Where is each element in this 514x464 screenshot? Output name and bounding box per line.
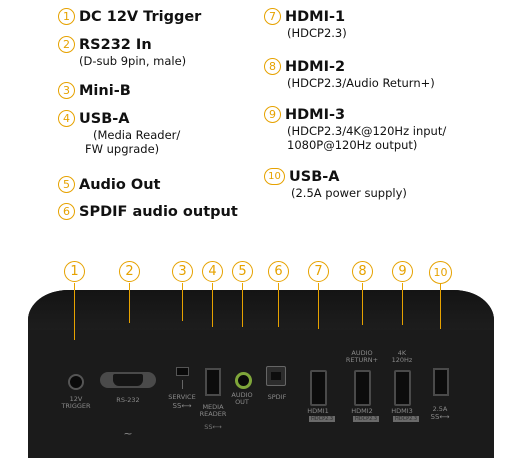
legend-subtitle: (Media Reader/ (93, 128, 181, 142)
service-divider (182, 380, 183, 389)
leader-line-3 (182, 283, 183, 321)
callout-7: 7 (308, 261, 329, 282)
callout-3: 3 (172, 261, 193, 282)
leader-line-10 (440, 283, 441, 329)
legend-subtitle: 1080P@120Hz output) (287, 138, 418, 152)
usb-a-power-port (433, 368, 449, 396)
number-badge: 3 (58, 82, 75, 99)
legend-item-7: 7 HDMI-1 (HDCP2.3) (264, 8, 347, 40)
legend-title: USB-A (289, 169, 340, 185)
number-badge: 8 (264, 58, 281, 75)
legend-title: HDMI-1 (285, 9, 346, 25)
callout-4: 4 (202, 261, 223, 282)
callout-8: 8 (352, 261, 373, 282)
hdmi3-label: HDMI3 (391, 407, 413, 415)
mini-b-port (176, 367, 189, 376)
legend-item-3: 3 Mini-B (58, 82, 131, 100)
number-badge: 7 (264, 8, 281, 25)
legend-item-10: 10 USB-A (2.5A power supply) (264, 168, 407, 200)
audio-out-label: AUDIO OUT (231, 391, 253, 406)
legend-item-2: 2 RS232 In (D-sub 9pin, male) (58, 36, 186, 68)
hdmi1-hdcp-badge: HDCP2.3 (309, 416, 336, 422)
usb-icon: SS⟷ (172, 402, 192, 410)
legend-title: HDMI-2 (285, 59, 346, 75)
hdmi3-hdcp-badge: HDCP2.3 (393, 416, 420, 422)
callout-9: 9 (392, 261, 413, 282)
rs232-label: RS-232 (116, 396, 140, 404)
legend-title: SPDIF audio output (79, 204, 238, 220)
legend-subtitle: (HDCP2.3/4K@120Hz input/ (287, 124, 447, 138)
tilde-mark: ~ (123, 427, 133, 440)
spdif-label: SPDIF (267, 393, 287, 401)
4k-label: 4K 120Hz (391, 349, 413, 364)
hdmi1-port (310, 370, 327, 406)
rs232-connector (113, 374, 143, 386)
legend-subtitle: (HDCP2.3) (287, 26, 347, 40)
usb-power-label: 2.5A (432, 405, 448, 413)
audio-return-label: AUDIO RETURN+ (345, 349, 379, 364)
trigger-label: 12V TRIGGER (61, 395, 91, 410)
hdmi1-label: HDMI1 (307, 407, 329, 415)
service-label: SERVICE (168, 393, 196, 401)
legend-title: Audio Out (79, 177, 161, 193)
leader-line-4 (212, 283, 213, 327)
usb-a-media-port (205, 368, 221, 396)
spdif-opening (271, 372, 281, 380)
number-badge: 4 (58, 110, 75, 127)
legend-item-5: 5 Audio Out (58, 176, 161, 194)
rear-panel-top (28, 290, 494, 330)
legend-item-9: 9 HDMI-3 (HDCP2.3/4K@120Hz input/ 1080P@… (264, 106, 446, 152)
number-badge: 9 (264, 106, 281, 123)
legend-title: Mini-B (79, 83, 131, 99)
usb-power-icon: SS⟷ (430, 413, 450, 421)
legend-title: HDMI-3 (285, 107, 346, 123)
hdmi2-label: HDMI2 (351, 407, 373, 415)
number-badge: 2 (58, 36, 75, 53)
legend-subtitle: (D-sub 9pin, male) (79, 54, 187, 68)
leader-line-8 (362, 283, 363, 325)
legend-subtitle: FW upgrade) (85, 142, 160, 156)
hdmi3-port (394, 370, 411, 406)
leader-line-9 (402, 283, 403, 325)
trigger-port (68, 374, 84, 390)
legend-title: USB-A (79, 111, 130, 127)
number-badge: 1 (58, 8, 75, 25)
number-badge: 5 (58, 176, 75, 193)
hdmi2-hdcp-badge: HDCP2.3 (353, 416, 380, 422)
rs232-port (100, 372, 156, 388)
hdmi2-port (354, 370, 371, 406)
leader-line-1 (74, 283, 75, 340)
callout-5: 5 (232, 261, 253, 282)
leader-line-7 (318, 283, 319, 329)
callout-6: 6 (268, 261, 289, 282)
media-reader-label: MEDIA READER (199, 403, 227, 418)
leader-line-6 (278, 283, 279, 327)
legend-title: RS232 In (79, 37, 152, 53)
leader-line-5 (242, 283, 243, 327)
legend-item-4: 4 USB-A (Media Reader/ FW upgrade) (58, 110, 180, 156)
legend-item-6: 6 SPDIF audio output (58, 203, 238, 221)
legend-item-1: 1 DC 12V Trigger (58, 8, 201, 26)
number-badge: 6 (58, 203, 75, 220)
callout-2: 2 (119, 261, 140, 282)
legend-subtitle: (2.5A power supply) (291, 186, 407, 200)
legend-item-8: 8 HDMI-2 (HDCP2.3/Audio Return+) (264, 58, 435, 90)
callout-10: 10 (429, 261, 452, 284)
audio-out-port (235, 372, 252, 389)
leader-line-2 (129, 283, 130, 323)
superspeed-logo: SS⟷ (204, 423, 222, 431)
callout-1: 1 (64, 261, 85, 282)
legend-subtitle: (HDCP2.3/Audio Return+) (287, 76, 435, 90)
number-badge: 10 (264, 168, 285, 185)
spdif-port (266, 366, 286, 386)
legend-title: DC 12V Trigger (79, 9, 202, 25)
